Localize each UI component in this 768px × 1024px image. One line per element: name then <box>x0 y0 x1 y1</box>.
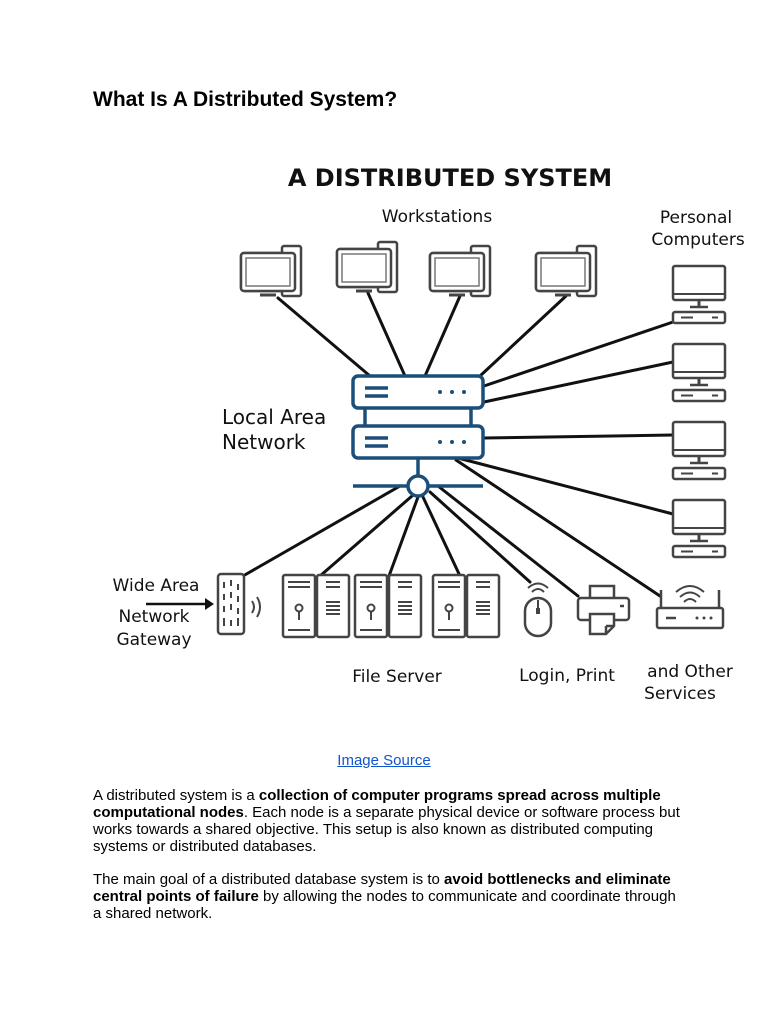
mouse-icon <box>523 582 553 638</box>
personal-computers-label-line1: Personal <box>660 208 732 228</box>
personal-computer-icon <box>671 498 727 559</box>
workstation-computer-icon <box>335 240 399 294</box>
lan-label-line1: Local Area <box>222 405 326 429</box>
distributed-system-diagram: A DISTRIBUTED SYSTEM Workstations Person… <box>113 164 745 704</box>
file-server-icon <box>353 573 423 639</box>
lan-switch <box>351 374 485 498</box>
printer-icon <box>576 584 631 636</box>
network-links <box>241 291 675 598</box>
goal-text-1: The main goal of a distributed database … <box>93 871 445 888</box>
diagram-title: A DISTRIBUTED SYSTEM <box>288 164 612 192</box>
login-print-label: Login, Print <box>519 666 615 686</box>
file-server-icon <box>281 573 351 639</box>
personal-computer-icon <box>671 264 727 325</box>
workstations-label: Workstations <box>382 207 493 227</box>
file-server-label: File Server <box>352 667 442 687</box>
other-services-label-line1: and Other <box>647 662 733 682</box>
personal-computers-label-line2: Computers <box>651 230 745 250</box>
personal-computer-icon <box>671 420 727 481</box>
intro-text-2: . Each node is a separate physical devic… <box>93 804 680 855</box>
intro-paragraph: A distributed system is a collection of … <box>93 787 683 855</box>
goal-paragraph: The main goal of a distributed database … <box>93 871 683 922</box>
file-server-icon <box>431 573 501 639</box>
wan-label-line3: Gateway <box>116 630 191 650</box>
page-heading: What Is A Distributed System? <box>93 88 398 111</box>
gateway-arrow <box>146 598 214 610</box>
intro-text-1: A distributed system is a <box>93 787 259 804</box>
goal-text-2: by allowing the nodes to communicate and… <box>93 888 676 922</box>
wan-label-line1: Wide Area <box>113 576 200 596</box>
workstation-computer-icon <box>428 244 492 298</box>
image-caption: Image Source <box>0 752 768 769</box>
image-source-link[interactable]: Image Source <box>337 752 431 769</box>
other-services-label-line2: Services <box>644 684 716 704</box>
router-icon <box>655 585 725 630</box>
workstation-computer-icon <box>534 244 598 298</box>
wan-label-line2: Network <box>119 607 190 627</box>
intro-bold-text: collection of computer programs spread a… <box>93 787 661 821</box>
goal-bold-text: avoid bottlenecks and eliminate central … <box>93 871 671 905</box>
gateway-icon <box>216 572 261 636</box>
personal-computer-icon <box>671 342 727 403</box>
workstation-computer-icon <box>239 244 303 298</box>
lan-label-line2: Network <box>222 430 306 454</box>
